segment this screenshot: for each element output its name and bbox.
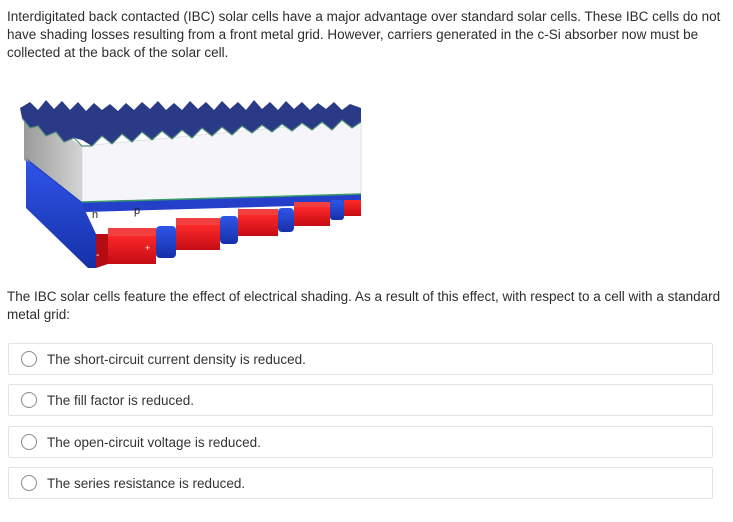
n-contact-left (26, 160, 96, 268)
plus-sign: + (145, 243, 150, 253)
radio-button[interactable] (21, 475, 37, 491)
textured-surface (20, 100, 361, 146)
p-region-label: p (134, 205, 140, 217)
ibc-solar-cell-figure: n p - + (16, 98, 366, 276)
n-region-label: n (92, 209, 98, 221)
radio-button[interactable] (21, 351, 37, 367)
answer-option-1[interactable]: The short-circuit current density is red… (8, 343, 713, 375)
answer-option-2[interactable]: The fill factor is reduced. (8, 384, 713, 416)
minus-sign: - (96, 250, 99, 261)
radio-button[interactable] (21, 434, 37, 450)
question-text: The IBC solar cells feature the effect o… (7, 289, 721, 322)
answer-option-3[interactable]: The open-circuit voltage is reduced. (8, 426, 713, 458)
option-label: The short-circuit current density is red… (47, 351, 306, 367)
intro-paragraph: Interdigitated back contacted (IBC) sola… (7, 9, 721, 60)
n-doped-base (26, 158, 361, 212)
option-label: The fill factor is reduced. (47, 392, 195, 408)
option-label: The series resistance is reduced. (47, 475, 246, 491)
back-contacts (108, 200, 361, 264)
option-label: The open-circuit voltage is reduced. (47, 434, 261, 450)
radio-button[interactable] (21, 392, 37, 408)
wafer-side-face (24, 110, 82, 203)
answer-option-4[interactable]: The series resistance is reduced. (8, 467, 713, 499)
